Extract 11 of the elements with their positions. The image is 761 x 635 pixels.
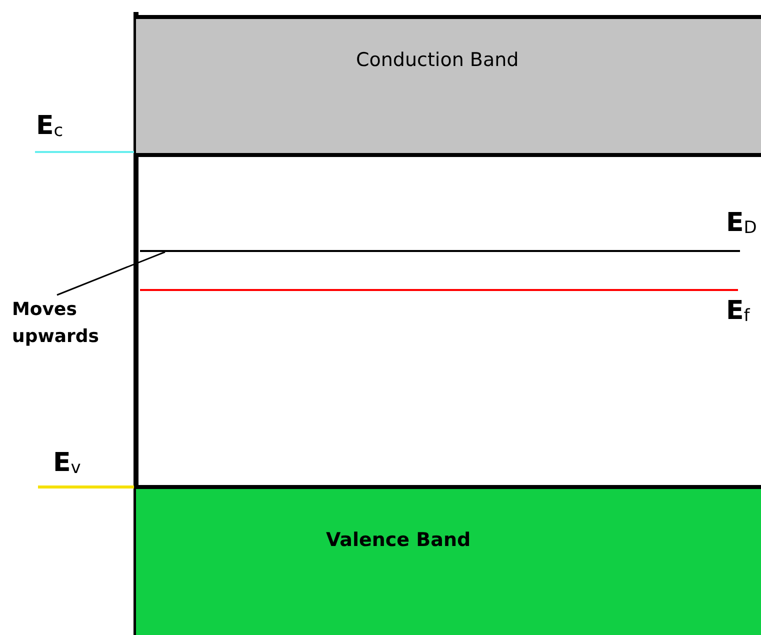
band-label: Conduction Band [356,49,519,71]
band-label: Valence Band [326,529,471,551]
energy-level-label: E$_{f}$ [726,298,750,325]
leader-line [56,251,166,296]
donor-level-line [140,250,740,252]
energy-level-label: E$_{D}$ [726,210,757,237]
energy-level-label: E$_{c}$ [36,113,64,140]
energy-level-label: E$_{v}$ [53,450,81,477]
conduction-band [136,15,761,157]
moves-upwards-text: Moves upwards [12,296,122,350]
valence-band [136,485,761,635]
